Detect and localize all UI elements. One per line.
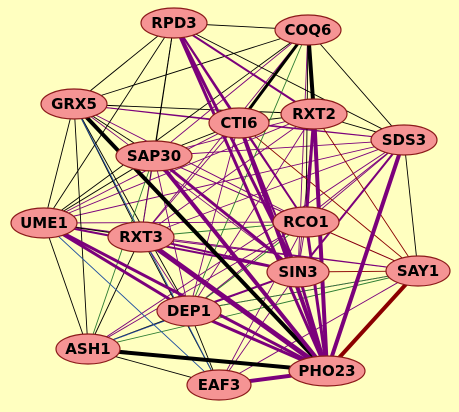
edge-sap30-pho23 bbox=[152, 154, 329, 373]
node-ellipse bbox=[370, 124, 438, 156]
node-ellipse bbox=[274, 14, 342, 46]
edge-rpd3-sds3 bbox=[173, 22, 405, 141]
node-rxt3[interactable]: RXT3 bbox=[107, 221, 175, 253]
edge-ash1-grx5 bbox=[73, 103, 89, 350]
edge-ash1-pho23 bbox=[86, 347, 329, 373]
edge-grx5-rxt2 bbox=[73, 103, 315, 115]
node-label: RXT2 bbox=[292, 105, 336, 123]
edge-ash1-rxt3 bbox=[87, 236, 142, 350]
edge-grx5-dep1 bbox=[73, 103, 190, 312]
edge-say1-pho23 bbox=[325, 269, 420, 373]
node-label: COQ6 bbox=[285, 21, 332, 39]
node-ume1[interactable]: UME1 bbox=[10, 207, 78, 239]
node-ellipse bbox=[280, 98, 348, 130]
edge-sds3-pho23 bbox=[325, 138, 406, 373]
node-label: DEP1 bbox=[167, 302, 211, 320]
node-rco1[interactable]: RCO1 bbox=[272, 206, 340, 238]
node-label: SAP30 bbox=[127, 147, 181, 165]
edge-say1-cti6 bbox=[238, 122, 419, 272]
edge-rco1-pho23 bbox=[304, 220, 329, 373]
node-ellipse bbox=[156, 295, 222, 327]
node-cti6[interactable]: CTI6 bbox=[208, 107, 270, 139]
edge-dep1-rxt2 bbox=[188, 113, 315, 312]
edge-coq6-sds3 bbox=[307, 29, 405, 141]
node-coq6[interactable]: COQ6 bbox=[274, 14, 342, 46]
edge-rxt2-rxt3 bbox=[140, 113, 315, 238]
node-sds3[interactable]: SDS3 bbox=[370, 124, 438, 156]
edge-rxt2-rco1 bbox=[304, 112, 316, 224]
node-ellipse bbox=[208, 107, 270, 139]
node-ellipse bbox=[272, 206, 340, 238]
node-label: SAY1 bbox=[397, 262, 439, 280]
edge-ume1-rco1 bbox=[43, 221, 307, 224]
node-label: SDS3 bbox=[382, 131, 427, 149]
edge-sds3-sin3 bbox=[297, 139, 405, 273]
edge-sap30-sds3 bbox=[153, 139, 405, 157]
node-ellipse bbox=[107, 221, 175, 253]
edge-cti6-rxt3 bbox=[140, 122, 240, 238]
node-label: RCO1 bbox=[283, 213, 329, 231]
node-rpd3[interactable]: RPD3 bbox=[140, 7, 208, 39]
node-eaf3[interactable]: EAF3 bbox=[186, 369, 252, 401]
node-dep1[interactable]: DEP1 bbox=[156, 295, 222, 327]
node-ash1[interactable]: ASH1 bbox=[55, 333, 121, 365]
edge-rco1-dep1 bbox=[188, 221, 307, 312]
edge-grx5-ume1 bbox=[43, 103, 75, 224]
edge-coq6-sap30 bbox=[153, 29, 309, 157]
node-sap30[interactable]: SAP30 bbox=[115, 140, 193, 172]
edge-rpd3-rxt2 bbox=[173, 22, 315, 115]
edge-say1-rxt2 bbox=[313, 113, 419, 272]
edge-ume1-dep1 bbox=[42, 221, 191, 313]
edge-cti6-pho23 bbox=[237, 121, 329, 373]
edge-sap30-sin3 bbox=[152, 154, 300, 274]
node-ellipse bbox=[115, 140, 193, 172]
node-sin3[interactable]: SIN3 bbox=[266, 256, 330, 288]
node-ellipse bbox=[385, 255, 451, 287]
node-ellipse bbox=[55, 333, 121, 365]
edge-rxt3-pho23 bbox=[138, 234, 330, 374]
edge-rpd3-ume1 bbox=[43, 22, 175, 224]
node-label: SIN3 bbox=[278, 263, 317, 281]
edge-ume1-sin3 bbox=[43, 222, 299, 273]
node-label: UME1 bbox=[20, 214, 68, 232]
edge-grx5-sin3 bbox=[73, 103, 299, 273]
node-label: EAF3 bbox=[198, 376, 241, 394]
edge-rxt2-ume1 bbox=[43, 113, 315, 224]
node-label: ASH1 bbox=[65, 340, 110, 358]
edge-rpd3-pho23 bbox=[172, 21, 329, 373]
edge-ume1-ash1 bbox=[43, 222, 89, 350]
node-rxt2[interactable]: RXT2 bbox=[280, 98, 348, 130]
node-label: RPD3 bbox=[151, 14, 196, 32]
edge-coq6-grx5 bbox=[73, 29, 309, 105]
node-label: GRX5 bbox=[51, 95, 97, 113]
node-say1[interactable]: SAY1 bbox=[385, 255, 451, 287]
edge-layer bbox=[42, 21, 420, 387]
edge-ume1-sds3 bbox=[43, 139, 405, 224]
node-label: PHO23 bbox=[298, 362, 355, 380]
node-ellipse bbox=[40, 88, 108, 120]
node-ellipse bbox=[140, 7, 208, 39]
node-ellipse bbox=[10, 207, 78, 239]
node-ellipse bbox=[186, 369, 252, 401]
edge-sap30-ash1 bbox=[87, 155, 155, 350]
edge-coq6-ume1 bbox=[43, 29, 309, 224]
edge-ash1-sds3 bbox=[87, 139, 405, 350]
edge-grx5-pho23 bbox=[72, 102, 329, 373]
edge-say1-ash1 bbox=[87, 270, 419, 350]
node-ellipse bbox=[288, 355, 366, 387]
edge-rxt3-say1 bbox=[140, 236, 419, 272]
node-label: RXT3 bbox=[119, 228, 163, 246]
node-pho23[interactable]: PHO23 bbox=[288, 355, 366, 387]
node-label: CTI6 bbox=[220, 114, 257, 132]
edge-rxt2-pho23 bbox=[312, 112, 329, 373]
edge-sds3-say1 bbox=[403, 139, 419, 272]
edge-coq6-cti6 bbox=[237, 28, 310, 125]
edge-eaf3-sin3 bbox=[218, 271, 299, 386]
node-ellipse bbox=[266, 256, 330, 288]
node-grx5[interactable]: GRX5 bbox=[40, 88, 108, 120]
